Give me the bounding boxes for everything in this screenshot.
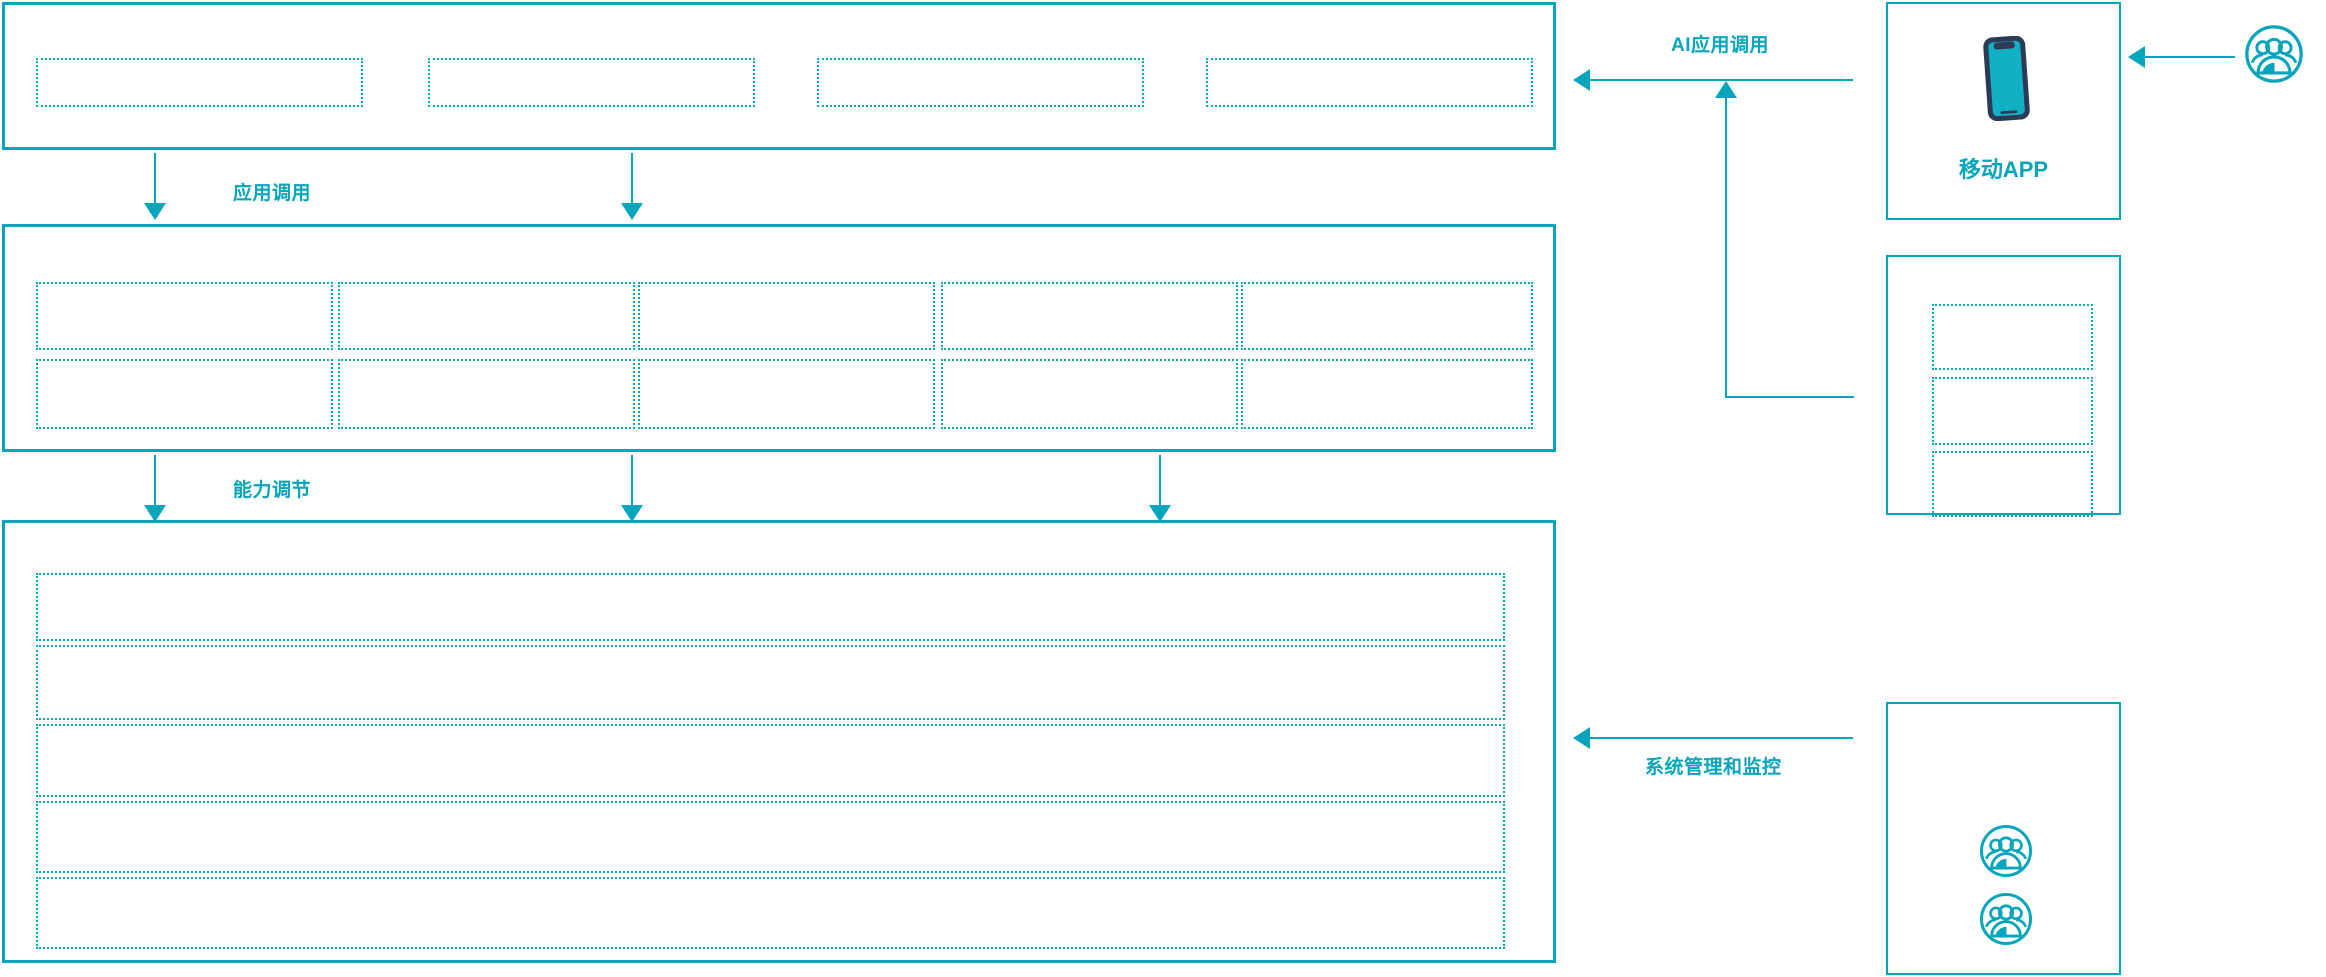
ai-application-call-label: AI应用调用 xyxy=(1671,35,1770,56)
capability-adjust-line-2 xyxy=(631,455,633,507)
infra-bar-2[interactable] xyxy=(36,645,1505,720)
operator-user-group-icon-2 xyxy=(1978,891,2034,947)
cap-r1-c4[interactable] xyxy=(941,282,1238,350)
app-slot-4[interactable] xyxy=(1206,58,1533,107)
capability-adjust-label: 能力调节 xyxy=(233,480,312,501)
system-management-label: 系统管理和监控 xyxy=(1645,757,1782,778)
smartphone-icon xyxy=(1983,35,2030,122)
application-call-label: 应用调用 xyxy=(233,183,312,204)
ai-call-elbow-arrow xyxy=(1715,81,1737,98)
cap-r2-c4[interactable] xyxy=(941,359,1238,429)
operators-panel xyxy=(1886,702,2121,975)
operator-user-group-icon-1 xyxy=(1978,823,2034,879)
cap-r2-c2[interactable] xyxy=(338,359,635,429)
cap-r1-c2[interactable] xyxy=(338,282,635,350)
end-user-group-icon xyxy=(2243,23,2305,85)
cap-r2-c1[interactable] xyxy=(36,359,333,429)
infra-bar-3[interactable] xyxy=(36,724,1505,797)
application-call-arrow-2 xyxy=(621,203,643,220)
data-slot-3[interactable] xyxy=(1932,451,2093,517)
ai-call-elbow-vertical xyxy=(1725,98,1727,398)
cap-r1-c5[interactable] xyxy=(1241,282,1533,350)
application-call-line-2 xyxy=(631,153,633,205)
infra-bar-1[interactable] xyxy=(36,573,1505,641)
data-slot-1[interactable] xyxy=(1932,304,2093,370)
app-slot-1[interactable] xyxy=(36,58,363,107)
application-call-line-1 xyxy=(154,153,156,205)
capability-layer-panel xyxy=(2,224,1556,452)
capability-adjust-line-1 xyxy=(154,455,156,507)
end-user-to-mobile-arrow xyxy=(2128,46,2145,68)
cap-r2-c5[interactable] xyxy=(1241,359,1533,429)
application-layer-panel xyxy=(2,2,1556,150)
mobile-app-panel: 移动APP xyxy=(1886,2,2121,220)
app-slot-3[interactable] xyxy=(817,58,1144,107)
capability-adjust-arrow-1 xyxy=(144,505,166,522)
infra-bar-4[interactable] xyxy=(36,801,1505,873)
ai-application-call-arrow xyxy=(1573,69,1590,91)
end-user-to-mobile-line xyxy=(2145,56,2235,58)
system-management-arrow xyxy=(1573,727,1590,749)
application-call-arrow-1 xyxy=(144,203,166,220)
cap-r1-c1[interactable] xyxy=(36,282,333,350)
ai-call-elbow-horizontal xyxy=(1725,396,1854,398)
mobile-app-label: 移动APP xyxy=(1958,157,2049,182)
infrastructure-layer-panel xyxy=(2,520,1556,963)
capability-adjust-arrow-2 xyxy=(621,505,643,522)
capability-adjust-line-3 xyxy=(1159,455,1161,507)
infra-bar-5[interactable] xyxy=(36,877,1505,949)
capability-adjust-arrow-3 xyxy=(1149,505,1171,522)
data-source-panel xyxy=(1886,255,2121,517)
app-slot-2[interactable] xyxy=(428,58,755,107)
cap-r1-c3[interactable] xyxy=(638,282,935,350)
data-slot-2[interactable] xyxy=(1932,377,2093,445)
ai-application-call-line xyxy=(1590,79,1853,81)
cap-r2-c3[interactable] xyxy=(638,359,935,429)
system-management-line xyxy=(1590,737,1853,739)
